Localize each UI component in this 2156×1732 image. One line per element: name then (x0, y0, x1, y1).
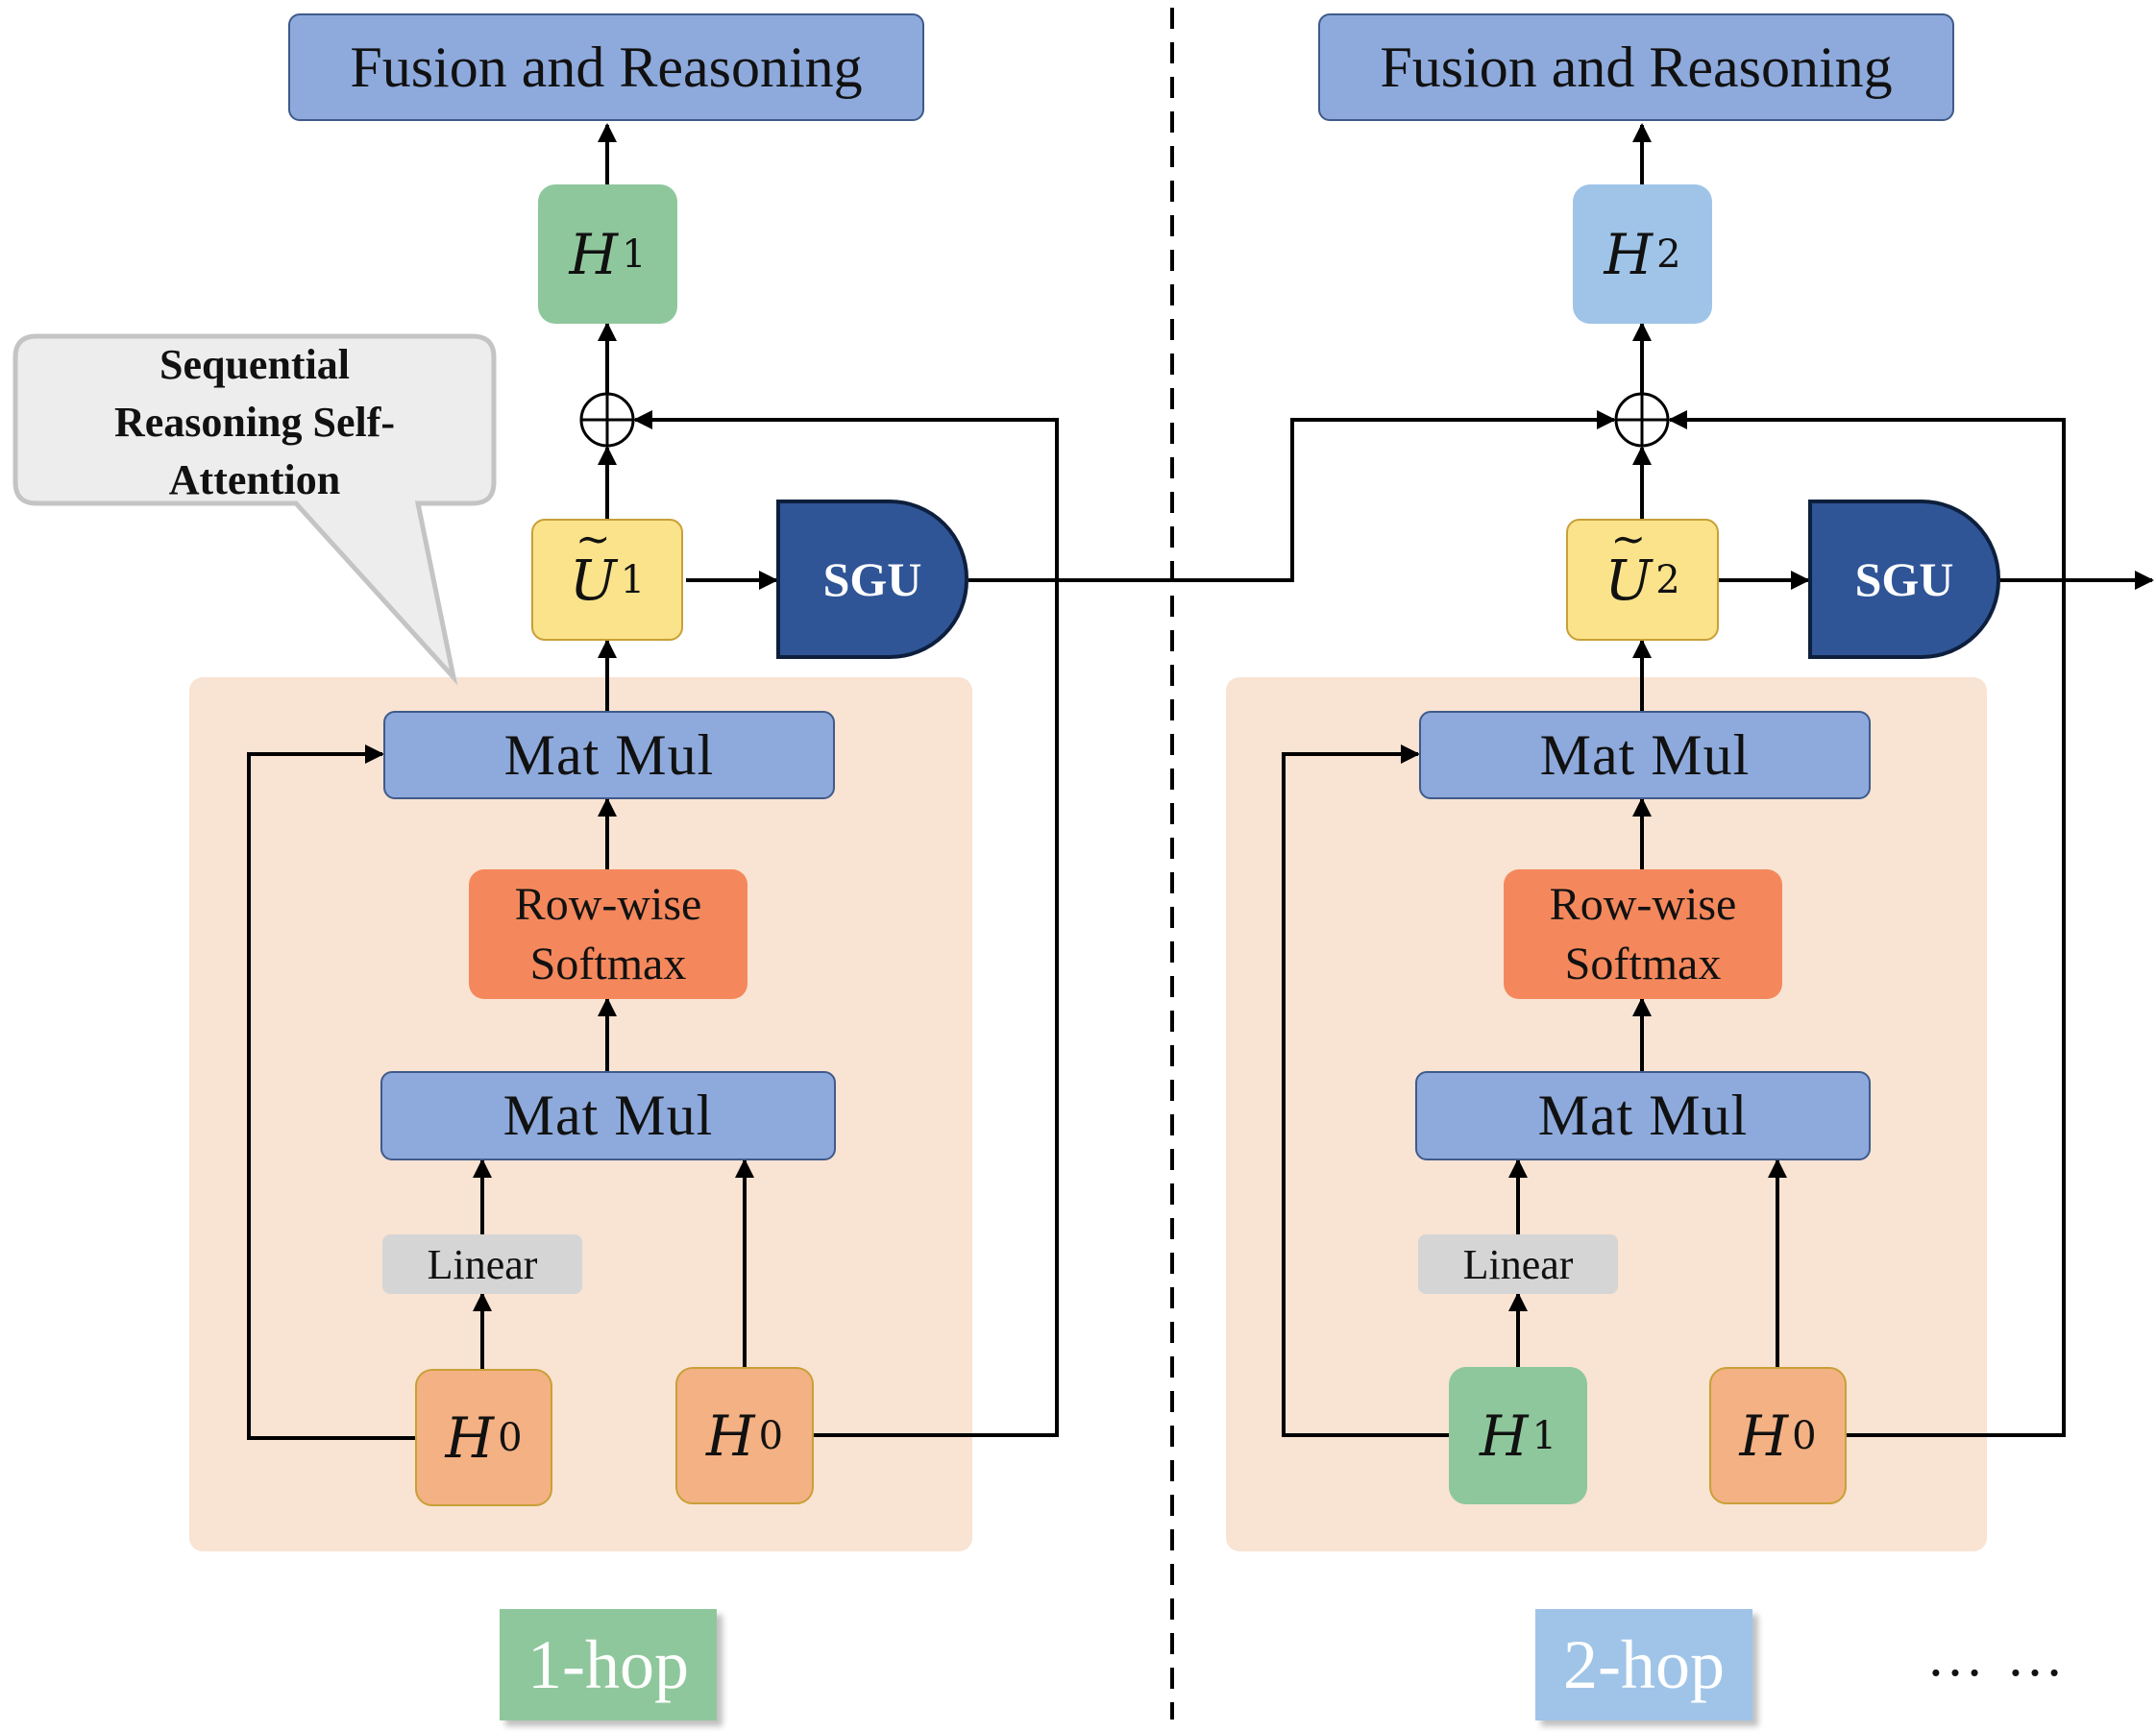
callout-bubble (12, 333, 497, 686)
hop2-label: 2-hop (1535, 1609, 1752, 1720)
hop2-input-left-symbol: H (1479, 1403, 1529, 1469)
hop2-softmax-line-1: Row-wise (1549, 878, 1737, 930)
hop2-softmax-line-2: Softmax (1564, 938, 1722, 989)
callout-label: Sequential Reasoning Self- Attention (15, 336, 494, 503)
continuation-ellipsis: … … (1926, 1624, 2068, 1688)
hop2-u-sup: 2 (1655, 557, 1680, 602)
hop2-u-symbol: U (1605, 548, 1652, 613)
callout-line-2: Reasoning Self- (113, 399, 396, 446)
hop2-input-left-sup: 1 (1531, 1413, 1557, 1458)
hop1-input-left-symbol: H (445, 1404, 495, 1471)
hop1-sgu-gate: SGU (776, 500, 968, 659)
hop1-label: 1-hop (500, 1609, 717, 1720)
hop2-u-tilde-box: U2 (1566, 519, 1719, 641)
hop2-sgu-gate: SGU (1808, 500, 2000, 659)
hop1-softmax-line-2: Softmax (529, 938, 687, 989)
hop2-matmul-top-box: Mat Mul (1419, 711, 1871, 799)
hop2-input-right-sup: 0 (1792, 1413, 1817, 1458)
h0-left-skip-to-matmul-top1 (247, 744, 415, 1440)
callout-line-3: Attention (168, 456, 341, 503)
callout-line-1: Sequential (159, 341, 351, 388)
hop1-fusion-reasoning-box: Fusion and Reasoning (288, 13, 924, 121)
hop1-u-tilde-box: U1 (531, 519, 683, 641)
hop2-rowwise-softmax-box: Row-wise Softmax (1504, 869, 1782, 999)
hop1-matmul-bottom-box: Mat Mul (380, 1071, 836, 1160)
hop2-linear-box: Linear (1418, 1234, 1618, 1294)
hop2-matmul-bottom-box: Mat Mul (1415, 1071, 1871, 1160)
hop2-input-right-symbol: H (1739, 1403, 1789, 1469)
hop2-output-sup: 2 (1656, 232, 1681, 277)
hop2-fusion-reasoning-box: Fusion and Reasoning (1318, 13, 1954, 121)
hop2-output-symbol: H (1604, 221, 1654, 287)
hop1-matmul-top-box: Mat Mul (383, 711, 835, 799)
hop1-rowwise-softmax-box: Row-wise Softmax (469, 869, 747, 999)
hop1-output-symbol: H (569, 221, 619, 287)
sgu1-to-plus2 (968, 410, 1616, 582)
hop1-linear-box: Linear (382, 1234, 582, 1294)
hop1-output-sup: 1 (622, 232, 647, 277)
hop1-input-right-symbol: H (705, 1403, 755, 1469)
h1-skip-to-matmul-top2 (1282, 744, 1449, 1437)
hop1-u-sup: 1 (620, 557, 646, 602)
h0-residual-to-plus2 (1668, 410, 2066, 1437)
hop1-u-symbol: U (570, 548, 617, 613)
hop1-input-right-sup: 0 (758, 1413, 784, 1458)
hop1-softmax-line-1: Row-wise (514, 878, 702, 930)
h0-right-residual-to-plus1 (633, 410, 1059, 1437)
hop1-input-left-sup: 0 (498, 1415, 523, 1460)
